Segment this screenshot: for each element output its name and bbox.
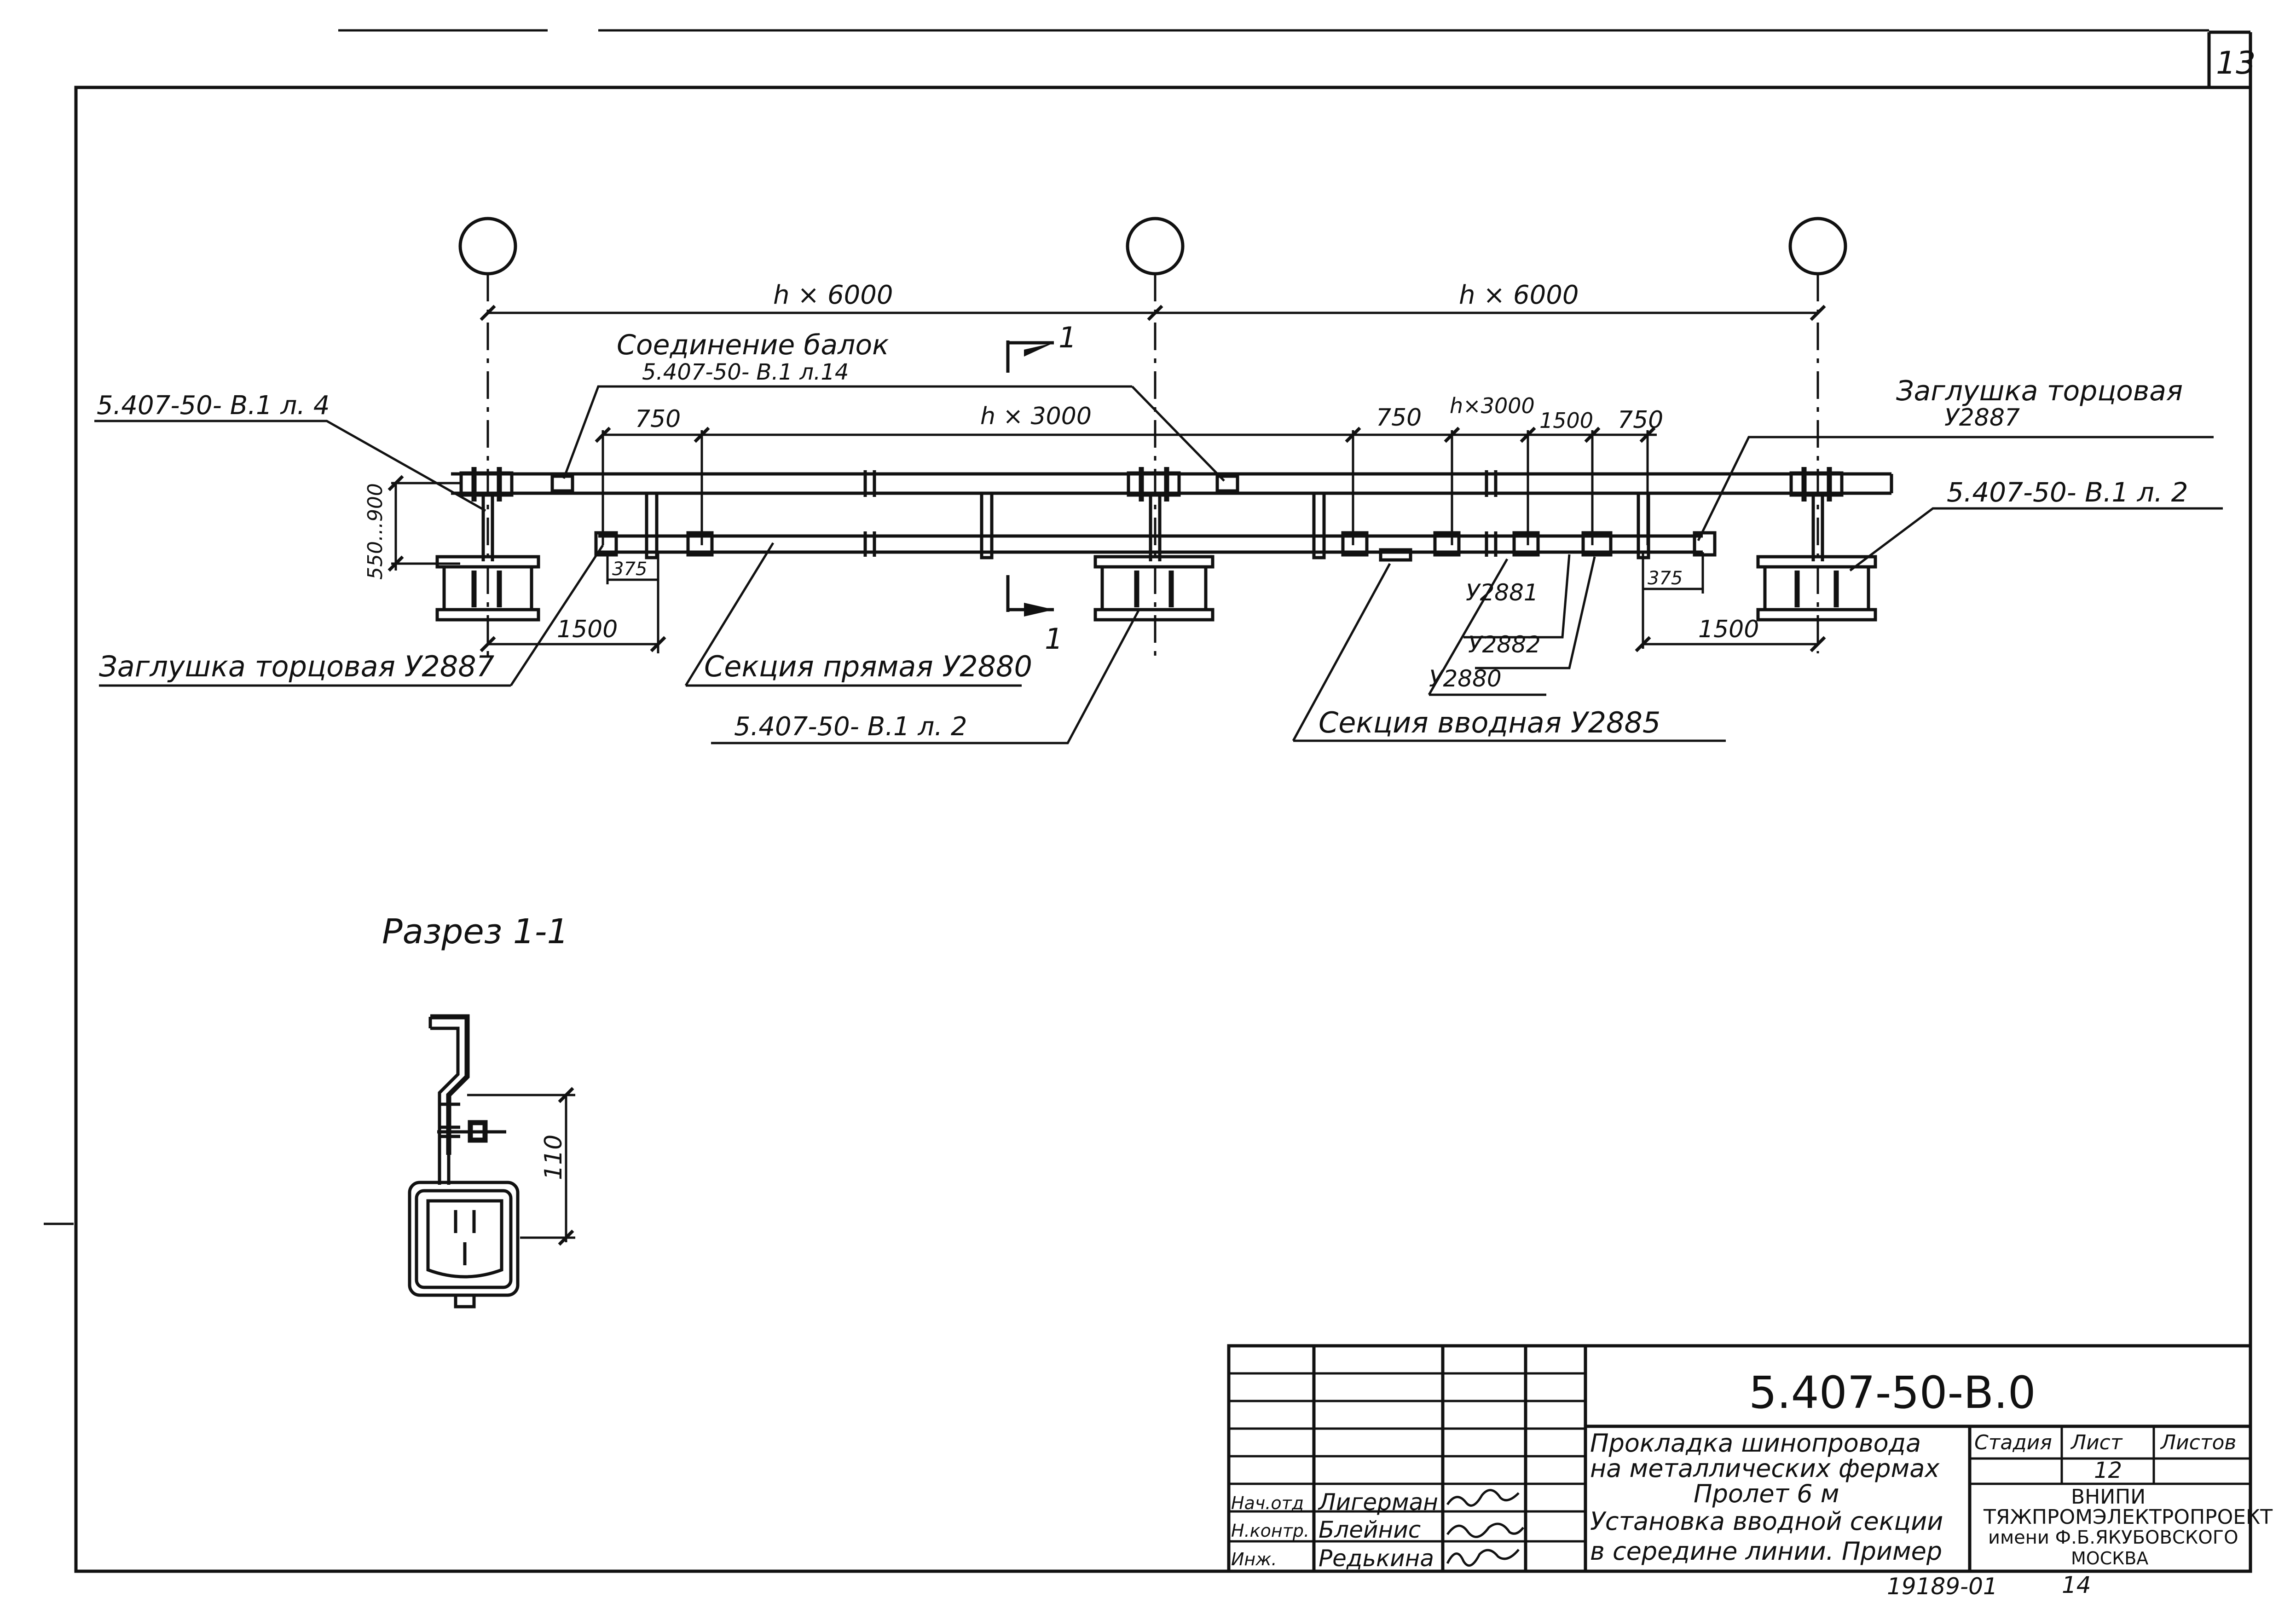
section-cut-markers [1006,340,1054,617]
title-line-3: Пролет 6 м [1694,1479,1839,1508]
dim-h3000-a: h × 3000 [980,403,1092,430]
title-block [1227,1344,2252,1573]
org-line-1: ВНИПИ [2071,1485,2146,1509]
callout-input-section: Секция вводная У2885 [1319,706,1660,739]
column-axes [458,217,1847,658]
callout-end-cap-right-title: Заглушка торцовая [1896,375,2183,407]
bottom-dimensions [480,552,1826,653]
height-dimension [387,475,460,572]
name-3: Редькина [1319,1545,1434,1572]
archive-sheet: 14 [2062,1572,2091,1597]
truss-support-middle [1093,467,1215,622]
dim-span-right: h × 6000 [1459,280,1579,310]
title-line-1: Прокладка шинопровода [1590,1429,1921,1458]
dim-375-right: 375 [1648,568,1683,589]
intermediate-dimensions [595,427,1657,545]
sheet-frame [44,29,2252,1573]
dim-110: 110 [540,1135,567,1180]
signatures [1446,1489,1524,1567]
name-1: Лигерман [1318,1489,1438,1516]
leader-lines [94,385,2223,744]
callout-end-cap-left: Заглушка торцовая У2887 [99,650,494,683]
sheet-value: 12 [2094,1458,2122,1483]
truss-support-right [1756,467,1877,622]
title-block-designation: 5.407-50-В.0 [1749,1367,2036,1418]
title-line-2: на металлических фермах [1590,1454,1940,1483]
sheets-label: Листов [2160,1431,2236,1454]
dim-750-c: 750 [1618,406,1663,434]
axis-bubble-middle [1126,217,1185,276]
title-line-5: в середине линии. Пример [1590,1537,1942,1566]
sheet-label: Лист [2070,1431,2123,1454]
dim-550-900: 550...900 [364,483,387,580]
callout-ref-sheet2-bottom: 5.407-50- В.1 л. 2 [734,712,967,742]
dim-h3000-b: h×3000 [1450,393,1535,418]
section-mark-bottom: 1 [1045,622,1063,656]
dim-750-b: 750 [1376,404,1422,432]
axis-bubble-left [458,217,517,276]
archive-number: 19189-01 [1887,1573,1998,1597]
dim-750-a: 750 [635,405,681,433]
role-1: Нач.отд [1231,1493,1304,1513]
role-2: Н.контр. [1231,1521,1309,1541]
org-line-4: МОСКВА [2071,1548,2148,1568]
callout-end-cap-right-code: У2887 [1944,404,2020,432]
dim-span-left: h × 6000 [773,280,893,310]
callout-ref-sheet2-right: 5.407-50- В.1 л. 2 [1947,477,2188,508]
callout-code-u2882: У2882 [1468,631,1541,658]
stage-label: Стадия [1974,1431,2052,1454]
dim-1500-right: 1500 [1698,616,1759,643]
name-2: Блейнис [1319,1516,1421,1543]
dim-375-left: 375 [612,559,647,580]
callout-beam-joint-title: Соединение балок [617,329,889,361]
axis-bubble-right [1788,217,1847,276]
truss-support-left [435,467,540,622]
callout-ref-sheet4: 5.407-50- В.1 л. 4 [97,391,330,421]
span-dimensions [480,305,1826,321]
callout-code-u2881: У2881 [1466,579,1538,606]
callout-code-u2880: У2880 [1429,665,1502,692]
org-line-3: имени Ф.Б.ЯКУБОВСКОГО [1988,1527,2238,1548]
page-number: 13 [2216,45,2256,81]
org-line-2: ТЯЖПРОМЭЛЕКТРОПРОЕКТ [1983,1505,2273,1529]
title-line-4: Установка вводной секции [1590,1507,1943,1536]
section-view-1-1 [408,1014,575,1309]
section-mark-top: 1 [1058,321,1076,354]
dim-1500-top: 1500 [1539,408,1593,433]
section-view-title: Разрез 1-1 [382,912,569,951]
callout-beam-joint-ref: 5.407-50- В.1 л.14 [642,359,849,385]
callout-straight-section: Секция прямая У2880 [704,650,1032,683]
role-3: Инж. [1231,1549,1277,1569]
dim-1500-left: 1500 [557,616,618,643]
hangers [645,491,1650,559]
